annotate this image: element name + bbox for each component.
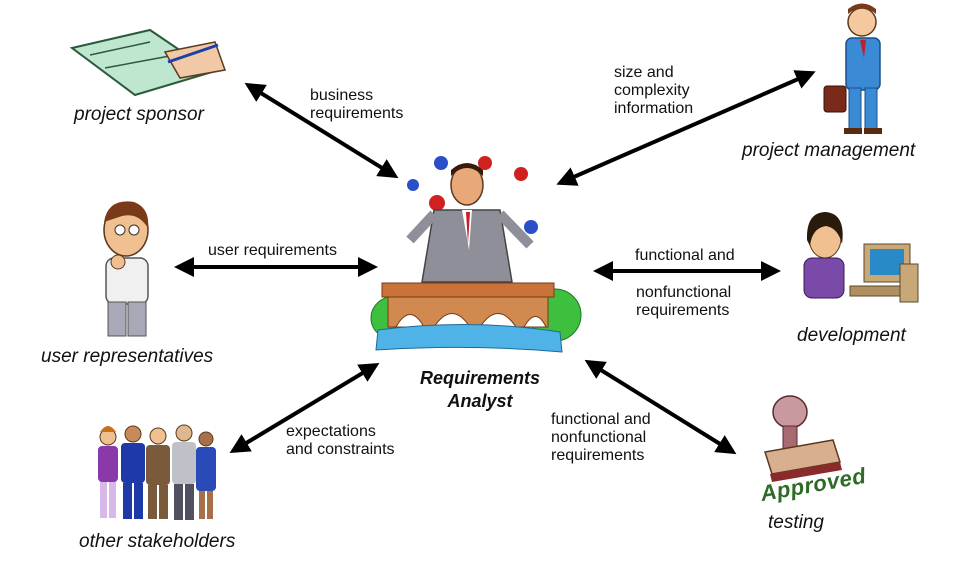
role-project-sponsor: project sponsor <box>74 104 204 125</box>
arrow-management <box>556 70 816 186</box>
role-testing: testing <box>768 512 824 533</box>
manager-icon <box>823 3 882 134</box>
flow-functional-testing: functional and nonfunctional requirement… <box>551 411 651 464</box>
center-label-line1: Requirements <box>419 368 541 388</box>
flow-business-requirements: business requirements <box>310 87 404 122</box>
developer-at-computer-icon <box>803 212 919 303</box>
cheque-signing-icon <box>69 28 227 97</box>
flow-functional-dev-top: functional and <box>635 247 735 264</box>
stakeholders-group-icon <box>98 424 216 520</box>
role-development: development <box>797 325 906 346</box>
center-label: Requirements Analyst <box>405 367 555 413</box>
juggling-analyst-icon <box>406 156 538 283</box>
approved-stamp-icon <box>764 395 842 482</box>
bridge-icon <box>370 282 582 353</box>
flow-functional-dev-bottom: nonfunctional requirements <box>636 284 732 319</box>
flow-user-requirements: user requirements <box>208 242 337 259</box>
thinking-user-icon <box>103 201 149 337</box>
arrow-stakeholders <box>229 362 380 454</box>
flow-size-complexity: size and complexity information <box>614 64 694 117</box>
role-project-management: project management <box>742 140 916 161</box>
flow-expectations-constraints: expectations and constraints <box>286 423 395 458</box>
arrow-sponsor <box>244 82 399 179</box>
arrow-testing <box>584 359 737 455</box>
role-user-representatives: user representatives <box>41 346 214 367</box>
role-other-stakeholders: other stakeholders <box>79 531 236 552</box>
center-label-line2: Analyst <box>447 391 513 411</box>
